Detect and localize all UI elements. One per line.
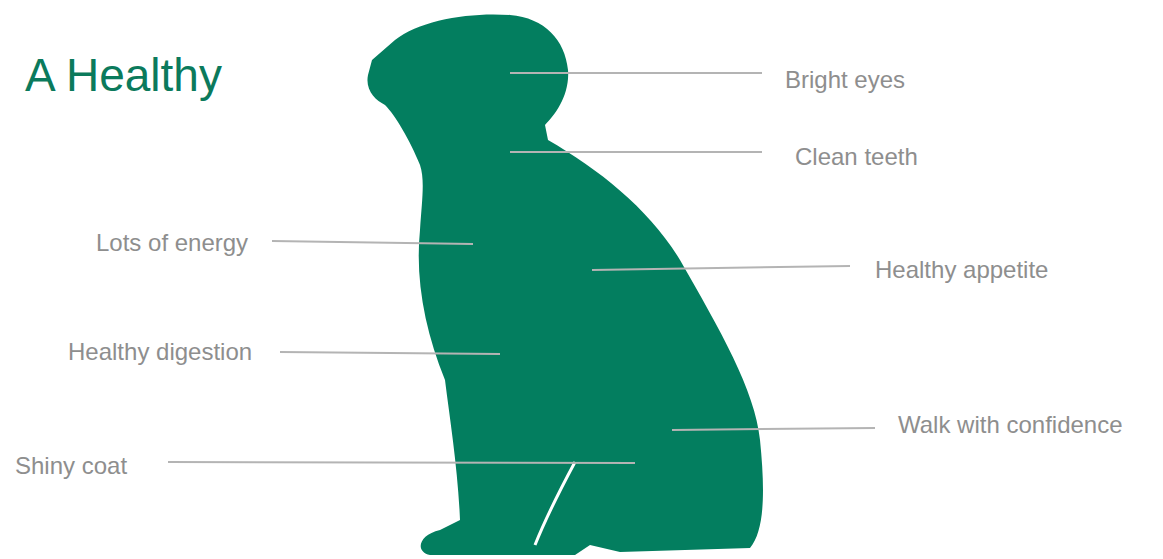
leader-line (272, 241, 473, 244)
leader-line (672, 428, 875, 430)
callout-label: Walk with confidence (898, 411, 1123, 439)
leader-line (510, 151, 762, 153)
title: A Healthy (25, 50, 222, 101)
callout-label: Healthy digestion (68, 338, 252, 366)
callout-label: Clean teeth (795, 143, 918, 171)
callout-label: Bright eyes (785, 66, 905, 94)
leader-line (510, 72, 762, 74)
callout-label: Shiny coat (15, 452, 127, 480)
callout-label: Healthy appetite (875, 256, 1048, 284)
callout-label: Lots of energy (96, 229, 248, 257)
leader-line (592, 266, 850, 270)
leg-gap (535, 462, 575, 545)
dog-silhouette (367, 14, 763, 555)
leader-line (168, 462, 635, 463)
leader-line (280, 352, 500, 354)
